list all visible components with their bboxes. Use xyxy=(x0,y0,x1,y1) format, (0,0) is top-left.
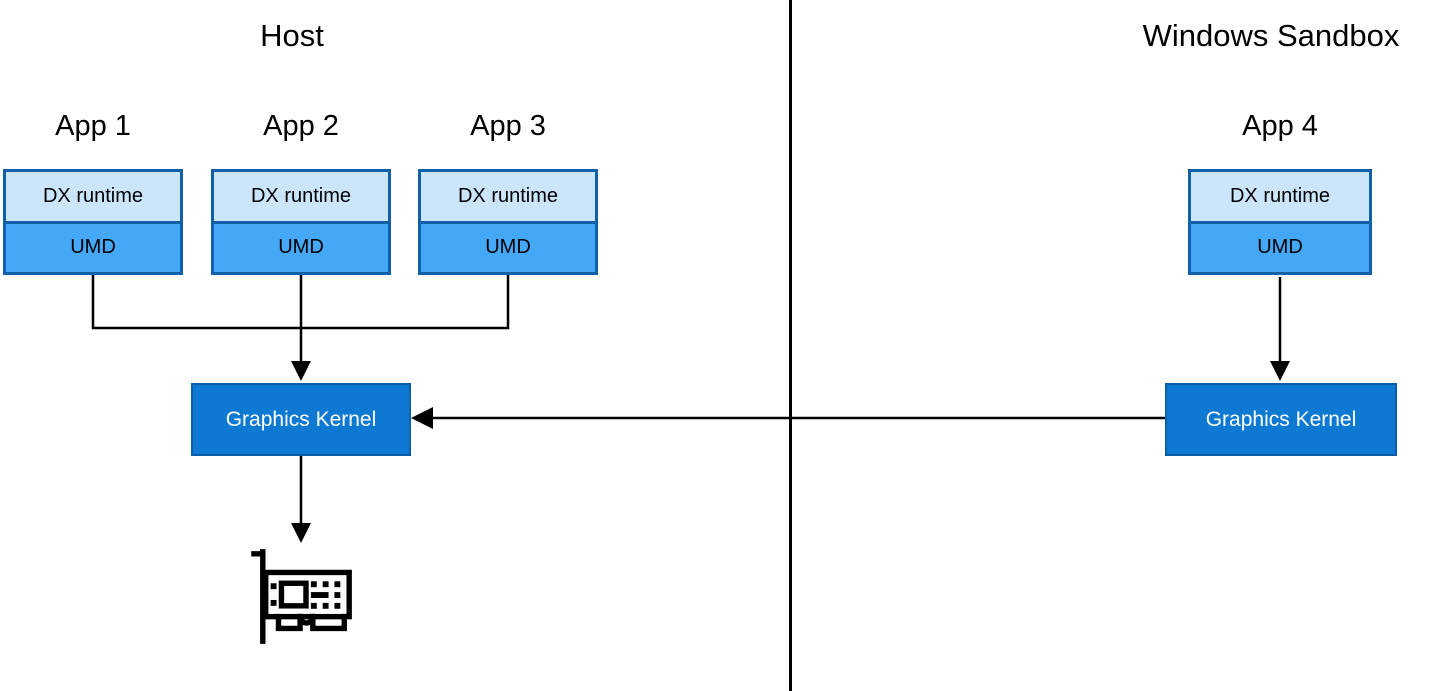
app3-dx-runtime-layer: DX runtime xyxy=(421,172,595,224)
app1-umd-layer: UMD xyxy=(6,223,180,272)
windows-sandbox-section-title: Windows Sandbox xyxy=(1142,18,1400,53)
app4-umd-layer: UMD xyxy=(1191,223,1369,272)
app1-stack-box: DX runtime UMD xyxy=(3,169,183,275)
app2-umd-layer: UMD xyxy=(214,223,388,272)
app4-dx-runtime-layer: DX runtime xyxy=(1191,172,1369,224)
app1-label: App 1 xyxy=(55,110,131,142)
arrowhead-left-host-kernel xyxy=(411,407,433,429)
arrowhead-down-sandbox-kernel xyxy=(1270,361,1290,381)
app3-label: App 3 xyxy=(470,110,546,142)
arrowhead-down-gpu xyxy=(291,523,311,543)
app2-stack-box: DX runtime UMD xyxy=(211,169,391,275)
app3-umd-layer: UMD xyxy=(421,223,595,272)
app4-label: App 4 xyxy=(1242,110,1318,142)
app2-label: App 2 xyxy=(263,110,339,142)
host-graphics-kernel-box: Graphics Kernel xyxy=(191,383,411,456)
gpu-card-icon xyxy=(251,549,352,644)
app1-app3-merge-connector xyxy=(91,275,510,330)
host-section-title: Host xyxy=(260,18,324,53)
app3-stack-box: DX runtime UMD xyxy=(418,169,598,275)
app2-dx-runtime-layer: DX runtime xyxy=(214,172,388,224)
app4-stack-box: DX runtime UMD xyxy=(1188,169,1372,275)
arrowhead-down-host-kernel xyxy=(291,361,311,381)
sandbox-graphics-kernel-box: Graphics Kernel xyxy=(1165,383,1397,456)
host-sandbox-divider xyxy=(789,0,792,691)
app1-dx-runtime-layer: DX runtime xyxy=(6,172,180,224)
